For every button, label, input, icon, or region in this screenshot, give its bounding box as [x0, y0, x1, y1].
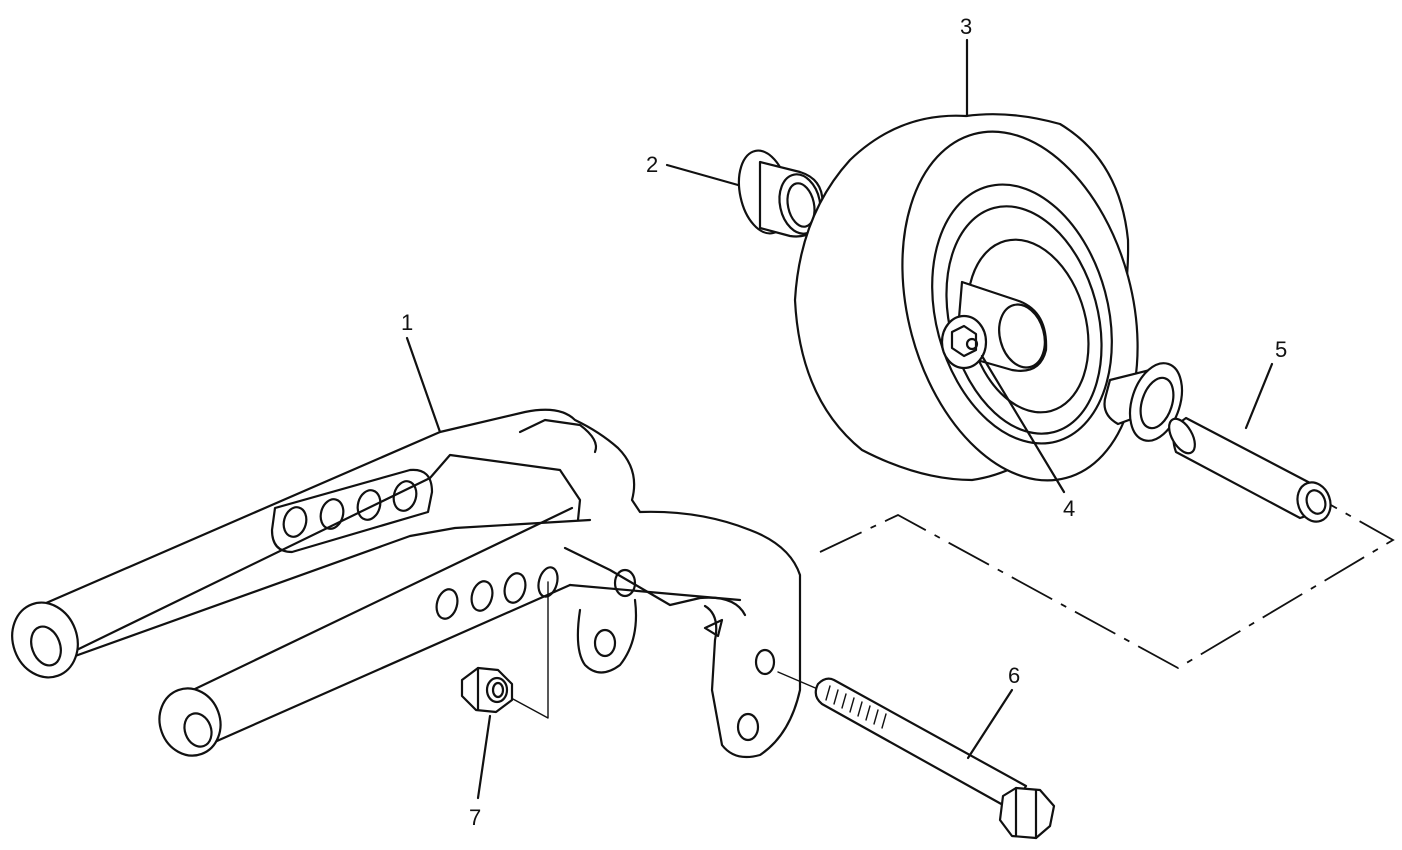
callout-3: 3 [960, 14, 972, 39]
part-6-bolt [777, 671, 1056, 840]
part-7-lock-nut [460, 666, 514, 714]
part-1-fork-arm [11, 408, 802, 759]
leader-lines [405, 38, 1274, 800]
part-2-flanged-bearing-right [1103, 362, 1184, 442]
part-5-spacer-tube [1168, 416, 1332, 523]
assembly-guide-line [819, 499, 1395, 670]
callout-6: 6 [1008, 663, 1020, 688]
part-3-wheel [793, 113, 1139, 482]
callout-5: 5 [1275, 337, 1287, 362]
callout-1: 1 [401, 310, 413, 335]
callout-4: 4 [1063, 496, 1075, 521]
callout-2: 2 [646, 152, 658, 177]
part-2-flanged-bearing [737, 149, 824, 238]
callout-7: 7 [469, 805, 481, 830]
part-4-grease-fitting [940, 314, 988, 370]
